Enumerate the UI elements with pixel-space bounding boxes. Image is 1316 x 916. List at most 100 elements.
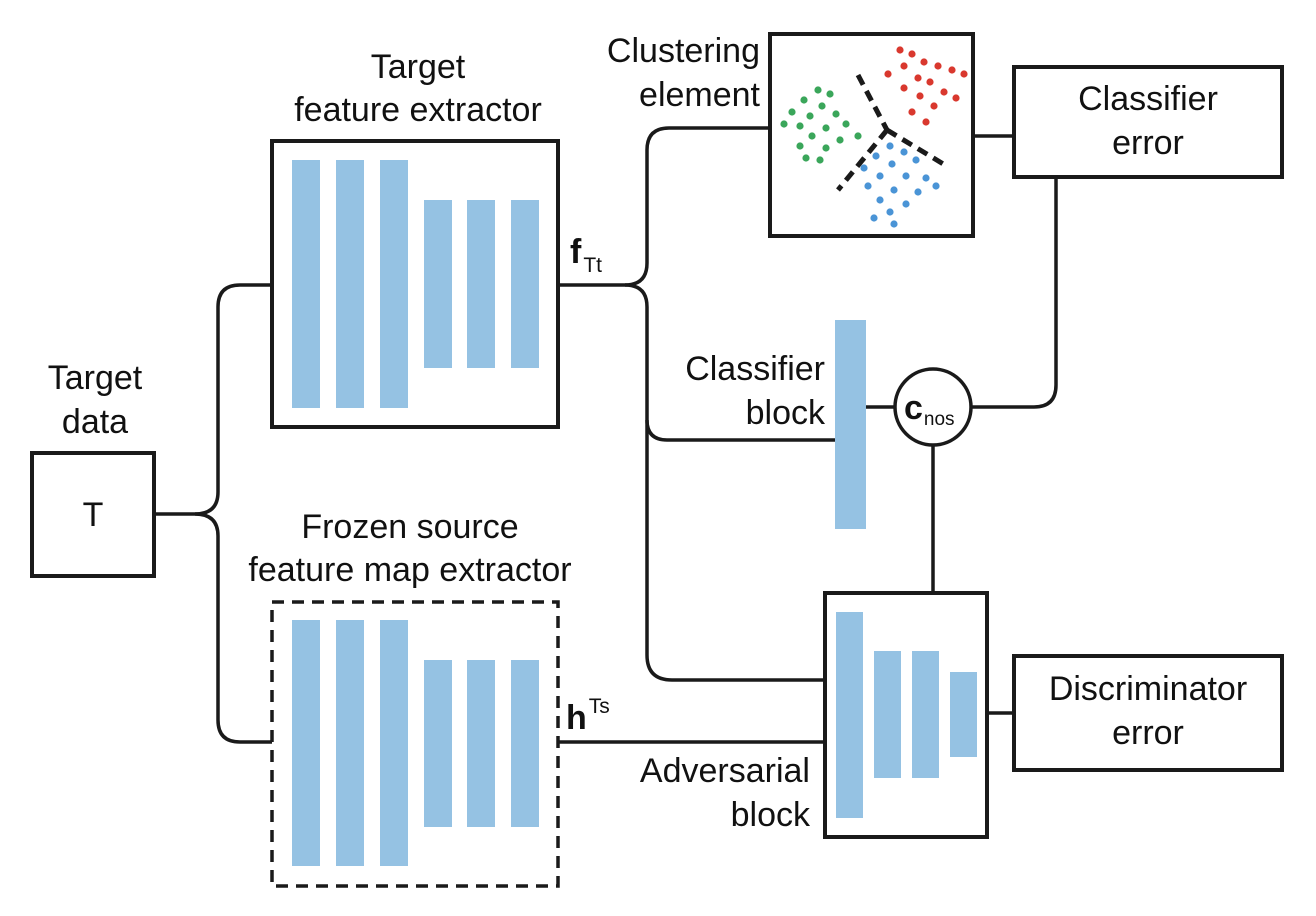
frozen-layer-2 (336, 620, 364, 866)
target-layer-3 (380, 160, 408, 408)
wire-to-classifier-block (645, 419, 835, 442)
blue-point (870, 214, 878, 222)
blue-point (912, 156, 920, 164)
blue-point (902, 200, 910, 208)
f-subscript: Tt (583, 254, 602, 277)
green-point (796, 122, 804, 130)
blue-point (922, 174, 930, 182)
green-point (836, 136, 844, 144)
green-point (822, 144, 830, 152)
blue-point (902, 172, 910, 180)
clustering-label-line1: Clustering (607, 32, 760, 70)
red-point (920, 58, 928, 66)
green-point (802, 154, 810, 162)
wire-f-trunk (624, 283, 825, 682)
wire-to-frozen-extractor (194, 512, 290, 744)
red-point (908, 108, 916, 116)
frozen-layer-4 (424, 660, 452, 827)
green-point (832, 110, 840, 118)
target-layer-5 (467, 200, 495, 368)
classifier-block-label-line1: Classifier (685, 350, 825, 388)
target-extractor-title-line1: Target (371, 48, 466, 86)
green-point (854, 132, 862, 140)
target-extractor-layers (292, 160, 539, 408)
green-point (800, 96, 808, 104)
separator-upper (855, 73, 890, 132)
blue-point (914, 188, 922, 196)
clustering-label-line2: element (639, 76, 761, 114)
separator-right (885, 127, 947, 168)
green-point (796, 142, 804, 150)
f-symbol: f (570, 233, 582, 271)
frozen-layer-5 (467, 660, 495, 827)
frozen-layer-1 (292, 620, 320, 866)
green-point (788, 108, 796, 116)
classifier-error-line1: Classifier (1078, 80, 1218, 118)
green-point (808, 132, 816, 140)
red-point (960, 70, 968, 78)
green-point (818, 102, 826, 110)
f-tt-label: fTt (570, 233, 602, 277)
blue-point (860, 164, 868, 172)
c-subscript: nos (924, 409, 955, 430)
blue-point (888, 160, 896, 168)
blue-point (890, 220, 898, 228)
green-point (842, 120, 850, 128)
target-data-box (30, 451, 156, 578)
green-point (816, 156, 824, 164)
clustering-element-box (768, 32, 975, 238)
target-data-label-line2: data (62, 403, 128, 441)
red-point (908, 50, 916, 58)
blue-point (932, 182, 940, 190)
target-data-label-line1: Target (48, 359, 143, 397)
frozen-extractor-layers (292, 620, 539, 866)
cluster-red-points (884, 46, 968, 126)
blue-point (864, 182, 872, 190)
classifier-error-box (1012, 65, 1284, 179)
red-point (934, 62, 942, 70)
target-data-symbol: T (83, 496, 104, 534)
adversarial-layer-3 (912, 651, 939, 778)
target-layer-6 (511, 200, 539, 368)
red-point (896, 46, 904, 54)
wire-to-clustering (624, 126, 770, 287)
blue-point (872, 152, 880, 160)
frozen-layer-6 (511, 660, 539, 827)
target-extractor-title-line2: feature extractor (294, 91, 542, 129)
c-symbol: c (904, 389, 923, 427)
red-point (952, 94, 960, 102)
red-point (884, 70, 892, 78)
green-point (780, 120, 788, 128)
red-point (940, 88, 948, 96)
adversarial-layer-1 (836, 612, 863, 818)
red-point (900, 62, 908, 70)
classifier-block-label-line2: block (746, 394, 826, 432)
frozen-extractor-title-line1: Frozen source (301, 508, 518, 546)
classifier-block-layer (835, 320, 866, 529)
cluster-green-points (780, 86, 862, 164)
cluster-separators (836, 73, 947, 192)
wire-cnos-to-classifier-error (972, 178, 1058, 409)
red-point (900, 84, 908, 92)
adversarial-label-line2: block (731, 796, 811, 834)
target-layer-1 (292, 160, 320, 408)
frozen-layer-3 (380, 620, 408, 866)
red-point (914, 74, 922, 82)
h-superscript: Ts (589, 695, 610, 718)
red-point (930, 102, 938, 110)
discriminator-error-line1: Discriminator (1049, 670, 1247, 708)
green-point (814, 86, 822, 94)
blue-point (876, 172, 884, 180)
red-point (948, 66, 956, 74)
discriminator-error-line2: error (1112, 714, 1184, 752)
h-symbol: h (566, 699, 587, 737)
green-point (806, 112, 814, 120)
classifier-error-line2: error (1112, 124, 1184, 162)
adversarial-label-line1: Adversarial (640, 752, 810, 790)
green-point (822, 124, 830, 132)
target-layer-2 (336, 160, 364, 408)
red-point (926, 78, 934, 86)
frozen-extractor-title-line2: feature map extractor (248, 551, 571, 589)
